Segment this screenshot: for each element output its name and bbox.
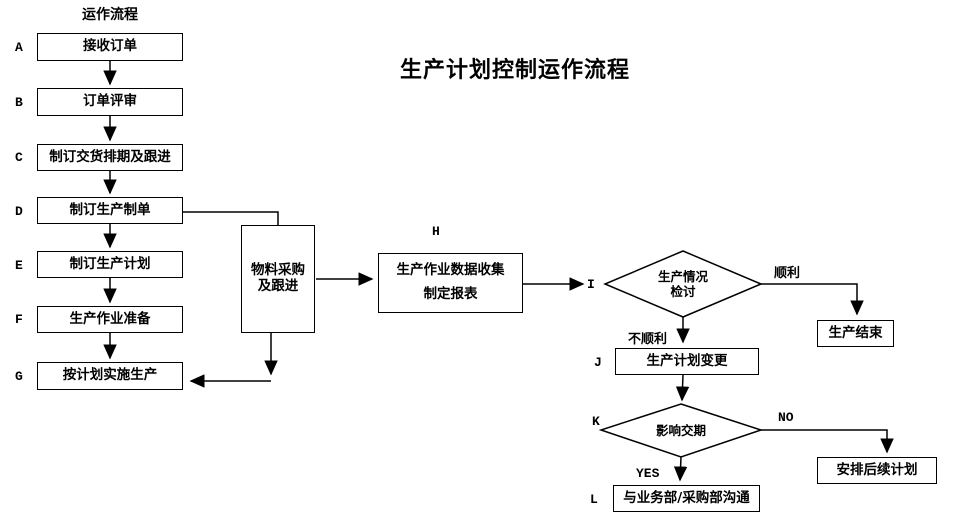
- edge-label-yes: YES: [636, 466, 660, 481]
- node-label: 制订生产制单: [69, 201, 151, 218]
- node-order-review: 订单评审: [37, 88, 183, 116]
- node-label: 订单评审: [83, 93, 137, 110]
- node-receive-order: 接收订单: [37, 33, 183, 61]
- node-label: 制订生产计划: [69, 255, 151, 272]
- step-tag-l: L: [590, 492, 598, 507]
- node-label: 安排后续计划: [836, 461, 918, 478]
- step-tag-h: H: [432, 224, 440, 239]
- step-tag-d: D: [15, 204, 23, 219]
- node-data-collection: 生产作业数据收集 制定报表: [378, 253, 523, 313]
- node-production-end: 生产结束: [817, 320, 894, 347]
- node-label: 物料采购: [251, 262, 305, 279]
- edge-label-not-smooth: 不顺利: [628, 332, 668, 347]
- step-tag-i: I: [587, 277, 595, 292]
- edge-label-smooth: 顺利: [774, 266, 801, 281]
- step-tag-k: K: [592, 414, 600, 429]
- step-tag-a: A: [15, 40, 23, 55]
- node-plan-change: 生产计划变更: [615, 348, 759, 375]
- node-execute-production: 按计划实施生产: [37, 362, 183, 390]
- step-tag-g: G: [15, 369, 23, 384]
- node-label: 生产作业准备: [69, 310, 151, 327]
- node-production-order: 制订生产制单: [37, 197, 183, 224]
- node-label: 制订交货排期及跟进: [49, 148, 171, 165]
- node-followup-plan: 安排后续计划: [817, 457, 937, 484]
- step-tag-c: C: [15, 150, 23, 165]
- node-label: 与业务部/采购部沟通: [623, 489, 750, 506]
- node-material-purchasing: 物料采购 及跟进: [241, 225, 315, 333]
- node-production-plan: 制订生产计划: [37, 251, 183, 278]
- page-title: 生产计划控制运作流程: [399, 58, 630, 83]
- node-label: 生产结束: [828, 324, 883, 341]
- column-header: 运作流程: [82, 7, 138, 23]
- node-label: 生产计划变更: [646, 352, 728, 369]
- step-tag-e: E: [15, 258, 23, 273]
- node-communicate-departments: 与业务部/采购部沟通: [613, 485, 760, 512]
- node-label: 生产作业数据收集: [396, 262, 505, 279]
- node-work-preparation: 生产作业准备: [37, 306, 183, 333]
- node-label: 接收订单: [83, 38, 137, 55]
- node-label: 制定报表: [423, 286, 478, 302]
- edge-label-no: NO: [778, 410, 794, 425]
- step-tag-b: B: [15, 95, 23, 110]
- node-label: 及跟进: [257, 278, 299, 294]
- step-tag-j: J: [594, 355, 602, 370]
- node-label: 按计划实施生产: [62, 367, 158, 384]
- step-tag-f: F: [15, 312, 23, 327]
- node-delivery-schedule: 制订交货排期及跟进: [37, 144, 183, 171]
